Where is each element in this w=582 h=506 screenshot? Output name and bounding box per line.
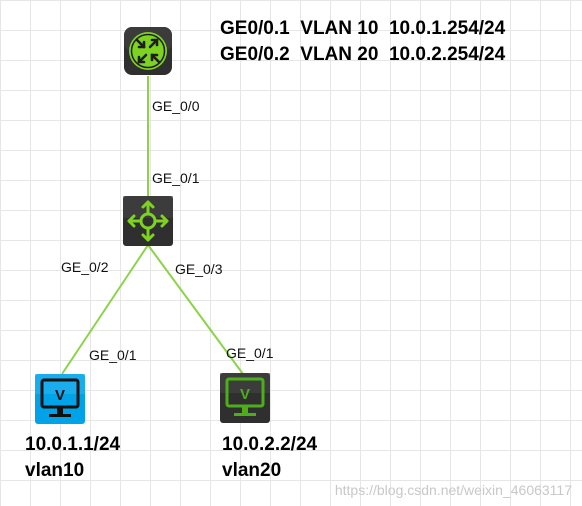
config-line-1: GE0/0.1 VLAN 10 10.0.1.254/24 [220,18,506,39]
watermark-text: https://blog.csdn.net/weixin_46063117 [334,482,572,498]
pc-icon: V [225,377,265,416]
port-label-router-ge0-0: GE_0/0 [152,98,200,114]
link-switch-pc1[interactable] [61,244,149,375]
port-label-switch-ge0-1: GE_0/1 [152,170,200,186]
pc1-device[interactable]: V [35,374,85,424]
pc1-ip: 10.0.1.1/24 [25,434,121,455]
svg-text:V: V [55,387,65,404]
switch-device[interactable] [123,196,173,246]
svg-text:V: V [240,386,250,403]
pc1-vlan: vlan10 [25,460,85,481]
port-label-switch-ge0-3: GE_0/3 [175,261,223,277]
pc1-label: 10.0.1.1/24 vlan10 [25,432,120,484]
port-label-switch-ge0-2: GE_0/2 [61,259,109,275]
link-switch-pc2[interactable] [147,244,244,375]
port-label-pc1-ge0-1: GE_0/1 [89,347,137,363]
subinterface-config-note: GE0/0.1 VLAN 10 10.0.1.254/24 GE0/0.2 VL… [220,16,505,68]
pc2-vlan: vlan20 [222,460,282,481]
pc2-device[interactable]: V [220,373,270,423]
pc2-ip: 10.0.2.2/24 [222,434,318,455]
port-label-pc2-ge0-1: GE_0/1 [226,345,274,361]
config-line-2: GE0/0.2 VLAN 20 10.0.2.254/24 [220,44,506,65]
pc2-label: 10.0.2.2/24 vlan20 [222,432,317,484]
router-icon [129,32,167,70]
l3-switch-icon [127,200,169,242]
router-device[interactable] [124,27,172,75]
pc-icon: V [40,378,80,417]
